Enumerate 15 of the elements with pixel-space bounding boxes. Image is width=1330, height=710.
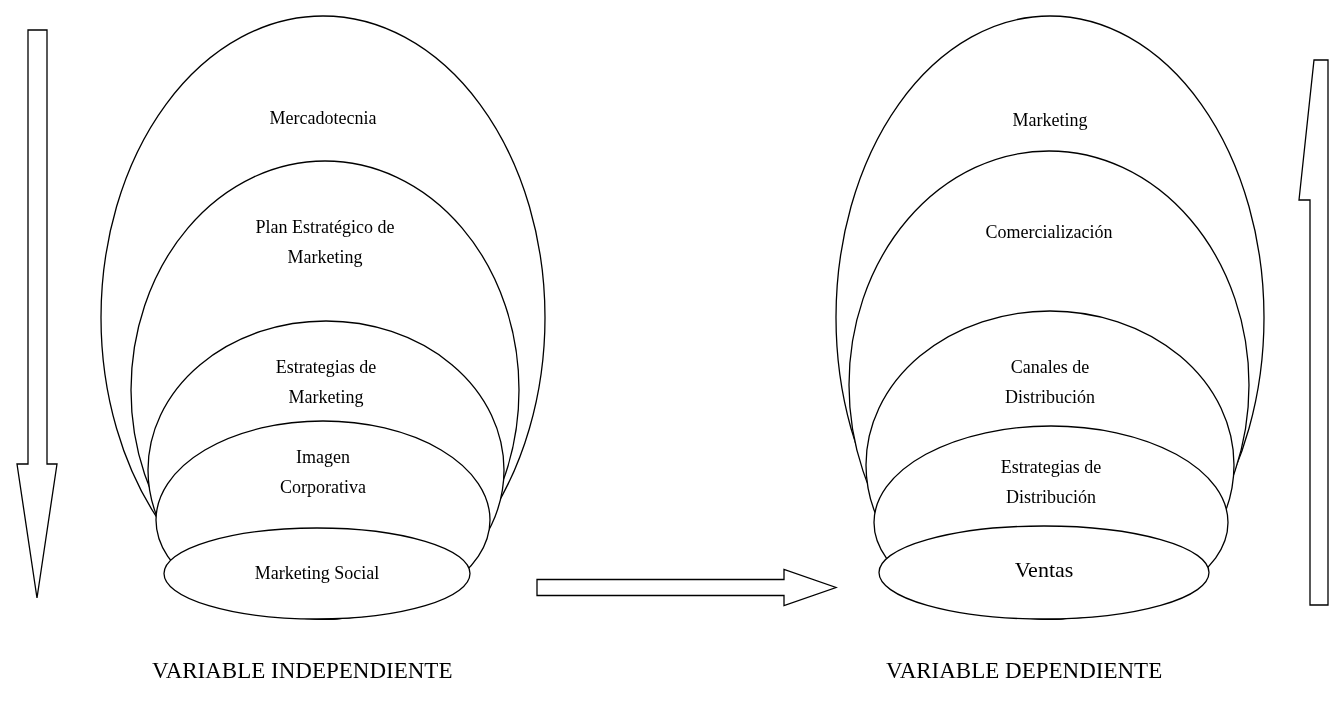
- ellipse-label: Plan Estratégico de Marketing: [254, 216, 396, 269]
- ellipse-label: Comercialización: [985, 221, 1113, 244]
- ellipse-label: Estrategias de Distribución: [999, 456, 1103, 509]
- block-arrow: [536, 568, 838, 607]
- ellipse-label: Mercadotecnia: [269, 107, 377, 130]
- ellipse: [163, 527, 471, 620]
- axis-caption: VARIABLE INDEPENDIENTE: [152, 658, 453, 684]
- axis-caption: VARIABLE DEPENDIENTE: [886, 658, 1163, 684]
- ellipse-label: Imagen Corporativa: [279, 446, 367, 499]
- ellipse-label: Marketing: [1012, 109, 1088, 132]
- ellipse-label: Canales de Distribución: [1004, 356, 1096, 409]
- ellipse-label: Estrategias de Marketing: [274, 356, 378, 409]
- ellipse-label: Ventas: [1014, 556, 1074, 584]
- ellipse: [878, 525, 1210, 620]
- ellipse-label: Marketing Social: [254, 562, 380, 585]
